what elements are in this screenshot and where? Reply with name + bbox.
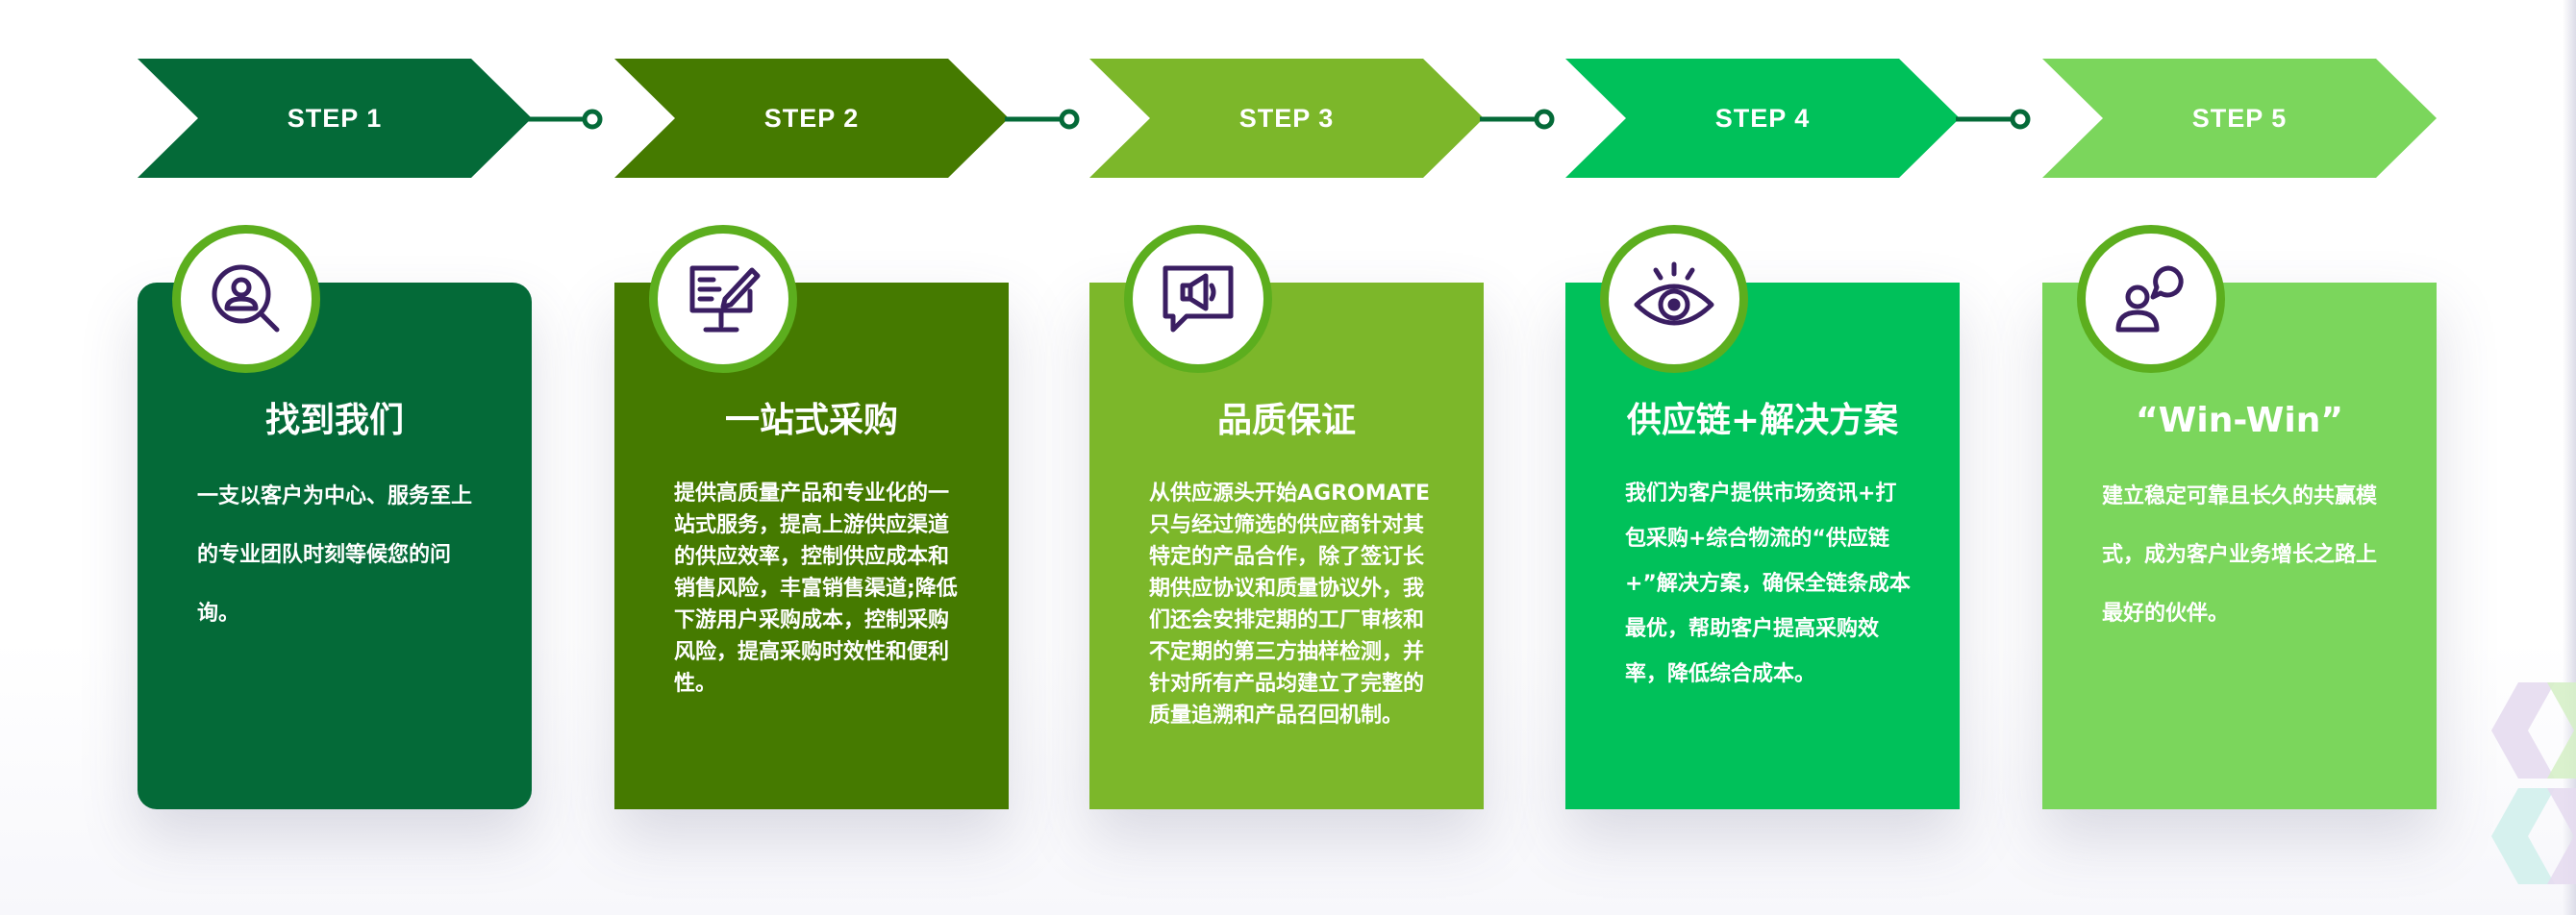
step-2-title: 一站式采购 [724, 401, 898, 440]
step-2-connector [1005, 108, 1082, 131]
step-5-arrow [2042, 59, 2437, 178]
step-3-label: STEP 3 [1238, 103, 1335, 133]
workstation-icon [649, 225, 797, 373]
step-1-title: 找到我们 [264, 401, 404, 440]
step-3-connector [1480, 108, 1557, 131]
step-2-arrow [614, 59, 1009, 178]
step-3-description: 从供应源头开始AGROMATE只与经过筛选的供应商针对其特定的产品合作，除了签订… [1149, 482, 1430, 728]
step-5-description: 建立稳定可靠且长久的共赢模式，成为客户业务增长之路上最好的伙伴。 [2102, 484, 2378, 626]
search-user-icon [172, 225, 320, 373]
step-4-description: 我们为客户提供市场资讯+打包采购+综合物流的“供应链+”解决方案，确保全链条成本… [1625, 482, 1911, 686]
step-2: STEP 2 一站式采购 提供高质量产品和专业化的一站式服务，提高上游供应渠道的… [614, 0, 1080, 915]
user-chat-icon [2077, 225, 2225, 373]
step-1-card [138, 283, 532, 809]
step-4-card [1565, 283, 1960, 809]
megaphone-icon [1124, 225, 1272, 373]
step-1-arrow [138, 59, 532, 178]
step-1-description: 一支以客户为中心、服务至上的专业团队时刻等候您的问询。 [197, 484, 473, 626]
step-4-connector [1956, 108, 2033, 131]
step-2-label: STEP 2 [763, 103, 860, 133]
step-1-label: STEP 1 [287, 103, 383, 133]
step-4-arrow [1565, 59, 1960, 178]
step-1: STEP 1 找到我们 一支以客户为中心、服务至上的专业团队时刻等候您的问询。 [138, 0, 603, 915]
step-3-arrow [1089, 59, 1484, 178]
step-5-label: STEP 5 [2191, 103, 2288, 133]
step-2-description: 提供高质量产品和专业化的一站式服务，提高上游供应渠道的供应效率，控制供应成本和销… [674, 482, 958, 696]
step-4: STEP 4 供应链+解决方案 我们为客户提供市场资讯+打包采购+综合物流的“供… [1565, 0, 2031, 915]
step-5: STEP 5 “Win-Win” 建立稳定可靠且长久的共赢模式，成为客户业务增长… [2042, 0, 2437, 915]
step-5-card [2042, 283, 2437, 809]
eye-icon [1600, 225, 1748, 373]
step-2-card [614, 283, 1009, 809]
step-1-connector [528, 108, 605, 131]
decorative-chevrons [2480, 673, 2576, 915]
step-4-label: STEP 4 [1714, 103, 1811, 133]
step-3-title: 品质保证 [1216, 401, 1356, 440]
step-3-card [1089, 283, 1484, 809]
step-3: STEP 3 品质保证 从供应源头开始AGROMATE只与经过筛选的供应商针对其… [1089, 0, 1555, 915]
step-5-title: “Win-Win” [2136, 401, 2343, 440]
step-4-title: 供应链+解决方案 [1626, 401, 1899, 440]
